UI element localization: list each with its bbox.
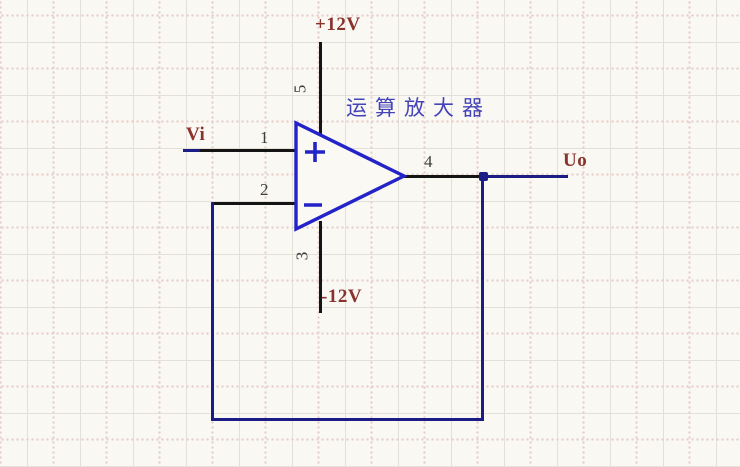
- pin-number-3: 3: [292, 251, 312, 261]
- inverting-input-pin-wire[interactable]: [212, 202, 296, 205]
- feedback-wire-right-vertical[interactable]: [481, 175, 484, 421]
- output-label[interactable]: Uo: [563, 150, 588, 171]
- input-net-wire[interactable]: [183, 149, 203, 152]
- pin-number-4: 4: [424, 152, 433, 171]
- input-label[interactable]: Vi: [186, 124, 206, 145]
- positive-supply-label[interactable]: +12V: [315, 14, 361, 35]
- output-pin-wire[interactable]: [403, 175, 484, 178]
- feedback-wire-left-vertical[interactable]: [211, 202, 214, 421]
- pin-number-1: 1: [260, 128, 269, 147]
- opamp-symbol[interactable]: [290, 115, 415, 237]
- component-label[interactable]: 运算放大器: [346, 96, 491, 120]
- opamp-triangle[interactable]: [294, 120, 408, 232]
- noninverting-plus-icon: [305, 142, 325, 162]
- output-net-wire[interactable]: [484, 175, 568, 178]
- positive-supply-pin-wire[interactable]: [319, 42, 322, 135]
- pin-number-2: 2: [260, 180, 269, 199]
- feedback-wire-bottom-horizontal[interactable]: [211, 418, 484, 421]
- wire-junction-dot[interactable]: [479, 172, 488, 181]
- negative-supply-pin-wire[interactable]: [319, 221, 322, 313]
- pin-number-5: 5: [290, 84, 310, 94]
- noninverting-input-pin-wire[interactable]: [200, 149, 296, 152]
- negative-supply-label[interactable]: -12V: [321, 286, 363, 307]
